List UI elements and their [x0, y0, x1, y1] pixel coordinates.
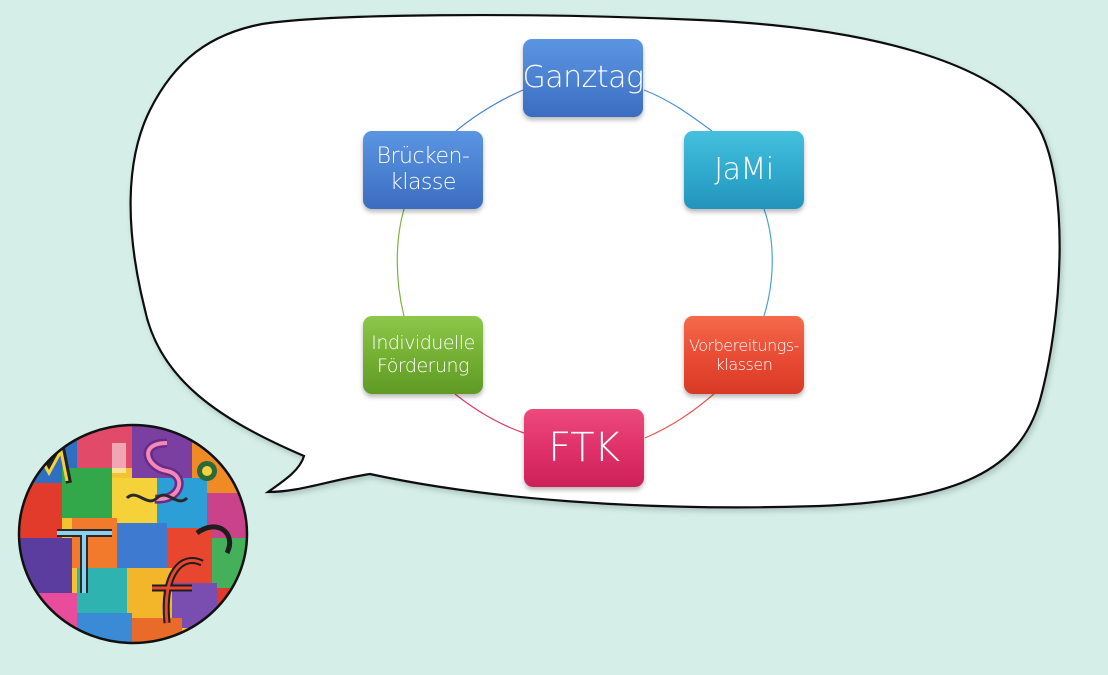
- node-brueckenklasse: Brücken- klasse: [363, 131, 483, 209]
- ring-arc-vorbereitung-ftk: [644, 393, 715, 439]
- avatar: [17, 423, 249, 645]
- node-ftk: FTK: [524, 409, 644, 487]
- cycle-ring: [396, 89, 773, 439]
- speech-bubble-outline: [129, 13, 1061, 509]
- node-vorbereitungsklassen: Vorbereitungs- klassen: [684, 316, 804, 394]
- ring-arc-jami-vorbereitung: [763, 208, 773, 317]
- ring-arc-ftk-individuell: [454, 393, 525, 434]
- node-individuelle-foerderung: Individuelle Förderung: [363, 316, 483, 394]
- node-ganztag: Ganztag: [522, 39, 644, 117]
- ring-arc-individuell-bruecken: [396, 208, 405, 317]
- colorful-mosaic-artwork-icon: [17, 423, 249, 645]
- ring-arc-bruecken-ganztag: [455, 89, 524, 132]
- ring-arc-ganztag-jami: [643, 89, 713, 132]
- node-jami: JaMi: [684, 131, 804, 209]
